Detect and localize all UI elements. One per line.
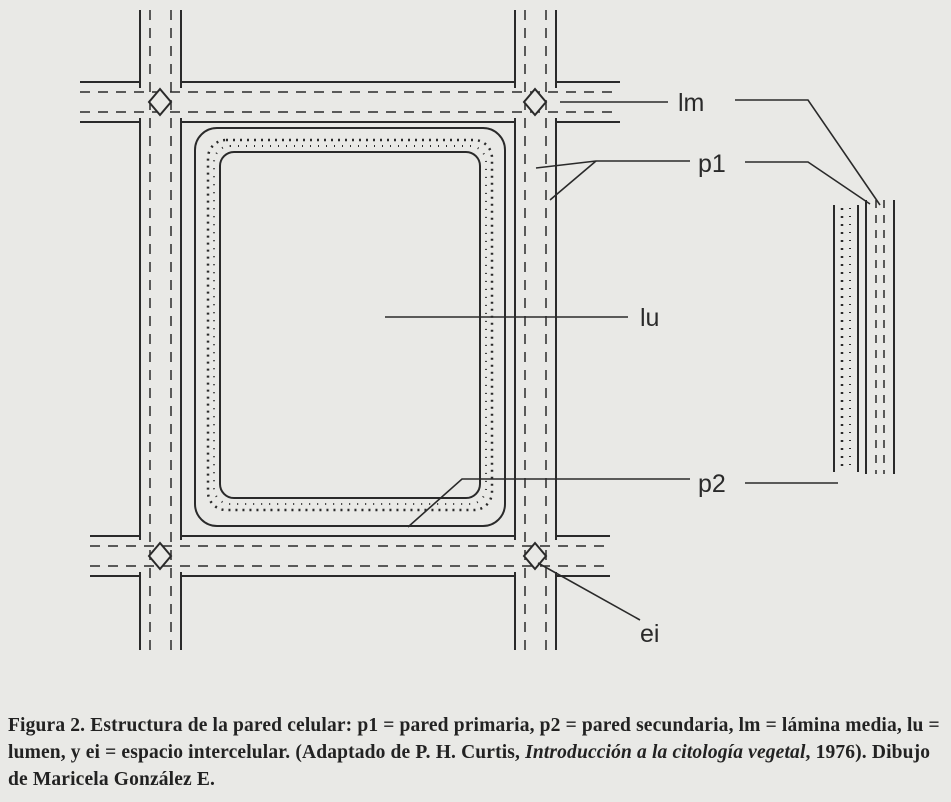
lumen-boundary (219, 151, 481, 499)
side-section (833, 200, 895, 474)
leader-lm-side (735, 99, 881, 206)
leader-p1-side (745, 161, 871, 205)
figure-caption: Figura 2. Estructura de la pared celular… (8, 712, 948, 793)
label-lu: lu (640, 304, 659, 332)
leader-p2 (407, 478, 690, 528)
intercellular-spaces (147, 87, 548, 571)
vertical-wall-left (139, 10, 182, 650)
caption-book-title: Introducción a la citología vegetal (525, 742, 806, 763)
leader-ei (537, 562, 641, 621)
horizontal-wall-bottom (90, 535, 610, 577)
leader-p1-b (549, 160, 597, 201)
leader-p1-a (535, 160, 690, 169)
caption-text: Figura 2. Estructura de la pared celular… (8, 715, 940, 763)
cell-wall-diagram: lm p1 lu p2 ei (80, 10, 895, 650)
horizontal-wall-top (80, 81, 620, 123)
label-ei: ei (640, 620, 659, 648)
vertical-wall-right (514, 10, 557, 650)
leader-lines (385, 99, 881, 621)
secondary-wall (194, 127, 506, 527)
label-p1: p1 (698, 150, 726, 178)
caption-text-end: , 1976). Dibujo de Maricela González E. (8, 742, 931, 790)
label-p2: p2 (698, 470, 726, 498)
label-lm: lm (678, 89, 704, 117)
